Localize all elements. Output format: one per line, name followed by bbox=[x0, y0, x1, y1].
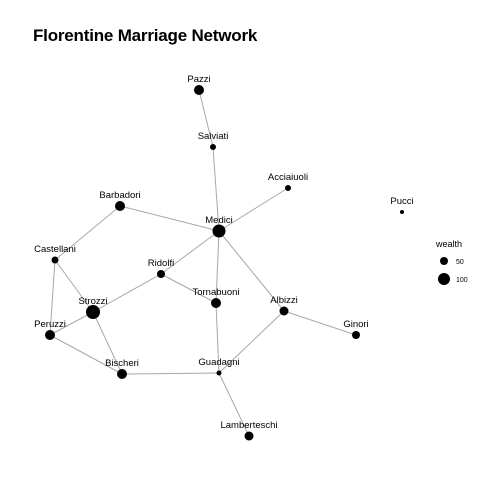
node-label-barbadori: Barbadori bbox=[99, 190, 140, 201]
edge-peruzzi-bischeri bbox=[49, 334, 123, 375]
edge-castellani-strozzi bbox=[54, 259, 94, 313]
node-medici bbox=[212, 224, 226, 238]
node-bischeri bbox=[117, 369, 127, 379]
edge-bischeri-guadagni bbox=[121, 372, 220, 375]
node-ridolfi bbox=[157, 270, 165, 278]
edge-barbadori-medici bbox=[119, 205, 220, 232]
node-acciaiuoli bbox=[285, 185, 291, 191]
edges-layer bbox=[49, 89, 357, 437]
edge-acciaiuoli-medici bbox=[218, 187, 289, 232]
node-label-medici: Medici bbox=[205, 215, 232, 226]
legend-symbol-50 bbox=[440, 257, 448, 265]
node-strozzi bbox=[86, 305, 100, 319]
legend-title: wealth bbox=[435, 239, 462, 249]
page-title: Florentine Marriage Network bbox=[33, 26, 258, 45]
node-barbadori bbox=[115, 201, 125, 211]
edge-ridolfi-strozzi bbox=[92, 273, 162, 313]
edge-albizzi-ginori bbox=[283, 310, 357, 336]
node-peruzzi bbox=[45, 330, 55, 340]
edge-guadagni-lamberteschi bbox=[218, 372, 250, 437]
nodes-layer bbox=[45, 85, 404, 441]
node-label-peruzzi: Peruzzi bbox=[34, 319, 66, 330]
legend-label-50: 50 bbox=[456, 259, 464, 266]
node-label-pucci: Pucci bbox=[390, 196, 413, 207]
edge-ridolfi-tornabuoni bbox=[160, 273, 217, 304]
legend-symbol-100 bbox=[438, 273, 450, 285]
node-guadagni bbox=[216, 370, 222, 376]
node-lamberteschi bbox=[244, 431, 254, 441]
edge-pazzi-salviati bbox=[198, 89, 214, 148]
node-label-ginori: Ginori bbox=[343, 319, 368, 330]
edge-medici-albizzi bbox=[218, 230, 285, 312]
edge-tornabuoni-guadagni bbox=[215, 302, 220, 374]
node-label-pazzi: Pazzi bbox=[187, 74, 210, 85]
node-label-strozzi: Strozzi bbox=[78, 296, 107, 307]
edge-albizzi-guadagni bbox=[218, 310, 285, 374]
node-label-salviati: Salviati bbox=[198, 131, 229, 142]
edge-barbadori-castellani bbox=[54, 205, 121, 261]
node-albizzi bbox=[279, 306, 289, 316]
node-label-ridolfi: Ridolfi bbox=[148, 258, 174, 269]
node-castellani bbox=[51, 256, 59, 264]
edge-strozzi-bischeri bbox=[92, 311, 123, 375]
legend-label-100: 100 bbox=[456, 277, 468, 284]
node-label-castellani: Castellani bbox=[34, 244, 76, 255]
node-label-bischeri: Bischeri bbox=[105, 358, 139, 369]
node-tornabuoni bbox=[211, 298, 221, 308]
node-label-albizzi: Albizzi bbox=[270, 295, 297, 306]
node-label-guadagni: Guadagni bbox=[198, 357, 239, 368]
node-label-lamberteschi: Lamberteschi bbox=[220, 420, 277, 431]
node-label-acciaiuoli: Acciaiuoli bbox=[268, 172, 308, 183]
node-ginori bbox=[352, 331, 360, 339]
node-pucci bbox=[400, 210, 404, 214]
node-salviati bbox=[210, 144, 216, 150]
node-pazzi bbox=[194, 85, 204, 95]
edge-medici-tornabuoni bbox=[215, 230, 220, 304]
edge-castellani-peruzzi bbox=[49, 259, 56, 336]
edge-strozzi-peruzzi bbox=[49, 311, 94, 336]
node-label-tornabuoni: Tornabuoni bbox=[192, 287, 239, 298]
wealth-legend: wealth 50 100 bbox=[435, 239, 468, 285]
edge-medici-ridolfi bbox=[160, 230, 220, 275]
edge-salviati-medici bbox=[212, 146, 220, 232]
